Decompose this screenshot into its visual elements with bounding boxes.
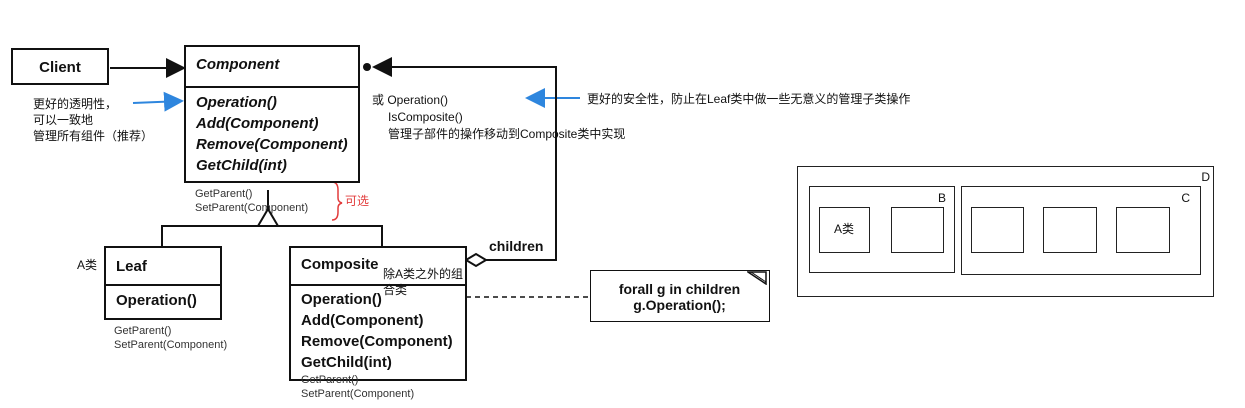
aggregation-dot	[363, 63, 371, 71]
middle-annotation-line: IsComposite()	[388, 110, 463, 124]
component-ops: Operation() Add(Component) Remove(Compon…	[196, 92, 348, 176]
composite-op: Operation()	[301, 291, 382, 308]
box-b-inner	[891, 207, 944, 253]
label-c: C	[1181, 191, 1190, 205]
component-op: Operation()	[196, 94, 277, 111]
right-annotation: 更好的安全性，防止在Leaf类中做一些无意义的管理子类操作	[587, 92, 911, 106]
leaf-extra-op: SetParent(Component)	[114, 339, 228, 351]
composite-box: Composite 除A类之外的组合类 Operation() Add(Comp…	[289, 246, 467, 381]
leaf-title: Leaf	[116, 258, 147, 275]
inheritance-branches	[161, 225, 383, 246]
composite-extra-op: GetParent()	[301, 374, 359, 386]
note-box: forall g in children g.Operation();	[590, 270, 770, 322]
component-divider	[186, 86, 358, 88]
left-annotation-line: 可以一致地	[33, 113, 94, 127]
composite-divider	[291, 284, 465, 286]
composite-extra-ops: GetParent() SetParent(Component)	[301, 373, 414, 401]
note-text: forall g in children g.Operation();	[591, 281, 768, 313]
middle-annotation: 或 Operation() IsComposite() 管理子部件的操作移动到C…	[372, 92, 625, 143]
box-c-inner	[1043, 207, 1097, 253]
left-blue-arrow	[132, 91, 184, 112]
composite-op: Add(Component)	[301, 312, 424, 329]
component-op: Add(Component)	[196, 115, 319, 132]
component-extra-op: GetParent()	[195, 188, 253, 200]
optional-label: 可选	[345, 194, 370, 208]
optional-brace	[331, 181, 343, 221]
children-aggregation-line	[372, 57, 557, 261]
label-b: B	[937, 191, 946, 205]
children-label: children	[489, 238, 544, 254]
leaf-tag: A类	[77, 258, 98, 272]
composite-op: GetChild(int)	[301, 354, 392, 371]
component-extra-op: SetParent(Component)	[195, 202, 309, 214]
note-line: forall g in children	[618, 281, 741, 297]
label-d: D	[1201, 170, 1210, 184]
component-op: GetChild(int)	[196, 157, 287, 174]
aggregation-diamond	[464, 252, 488, 268]
middle-annotation-line: 管理子部件的操作移动到Composite类中实现	[388, 127, 626, 141]
component-extra-ops: GetParent() SetParent(Component)	[195, 187, 308, 215]
composite-subtitle: 除A类之外的组合类	[383, 266, 465, 298]
label-a: A类	[834, 222, 855, 236]
composite-ops: Operation() Add(Component) Remove(Compon…	[301, 289, 453, 373]
leaf-divider	[106, 284, 220, 286]
box-c-inner	[1116, 207, 1170, 253]
leaf-extra-op: GetParent()	[114, 325, 172, 337]
left-annotation-line: 管理所有组件（推荐）	[33, 129, 154, 143]
composite-title: Composite	[301, 256, 379, 273]
left-annotation-line: 更好的透明性，	[33, 97, 118, 111]
component-box: Component Operation() Add(Component) Rem…	[184, 45, 360, 183]
client-title: Client	[39, 59, 81, 76]
client-box: Client	[11, 48, 109, 85]
leaf-extra-ops: GetParent() SetParent(Component)	[114, 324, 227, 352]
note-line: g.Operation();	[633, 297, 726, 313]
leaf-box: Leaf Operation()	[104, 246, 222, 320]
box-a: A类	[819, 207, 870, 253]
leaf-op: Operation()	[116, 292, 197, 309]
box-c-inner	[971, 207, 1024, 253]
composite-extra-op: SetParent(Component)	[301, 388, 415, 400]
middle-annotation-line: 或 Operation()	[372, 93, 449, 107]
component-op: Remove(Component)	[196, 136, 348, 153]
note-corner-fold	[747, 271, 767, 285]
composite-op: Remove(Component)	[301, 333, 453, 350]
left-annotation: 更好的透明性， 可以一致地 管理所有组件（推荐）	[33, 96, 153, 144]
component-title: Component	[196, 56, 280, 73]
